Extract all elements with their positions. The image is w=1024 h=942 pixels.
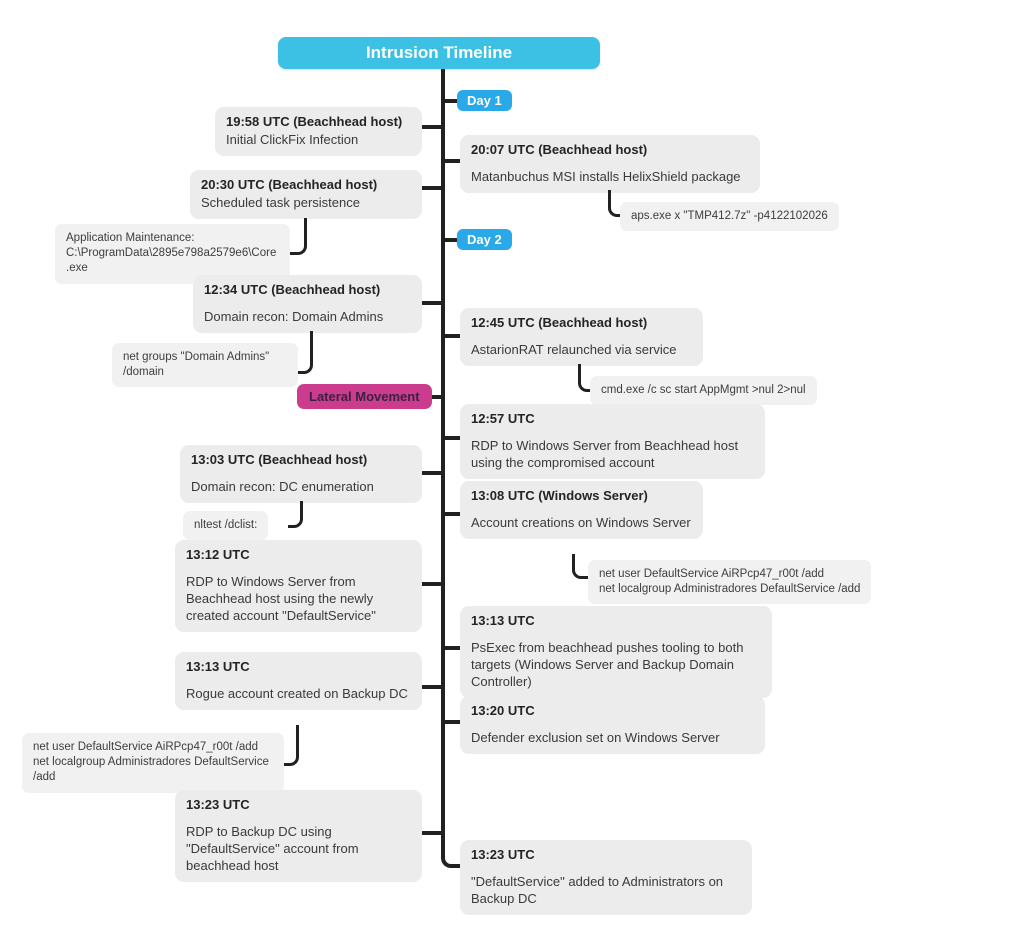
connector-line [422, 186, 443, 190]
event-desc: Account creations on Windows Server [471, 514, 691, 530]
event-1312-rdp-defaultservice: 13:12 UTC RDP to Windows Server from Bea… [175, 540, 422, 632]
event-desc: PsExec from beachhead pushes tooling to … [471, 639, 744, 689]
event-desc: AstarionRAT relaunched via service [471, 341, 677, 357]
command-note-aps: aps.exe x "TMP412.7z" -p4122102026 [620, 202, 839, 232]
connector-line [445, 512, 460, 516]
elbow-connector [282, 725, 299, 766]
elbow-connector [288, 501, 303, 528]
event-1257-rdp-windows-server: 12:57 UTC RDP to Windows Server from Bea… [460, 404, 765, 479]
connector-line [422, 685, 443, 689]
connector-line [445, 334, 460, 338]
connector-line [445, 159, 460, 163]
event-time: 12:45 UTC (Beachhead host) [471, 315, 648, 330]
event-time: 13:23 UTC [186, 797, 250, 812]
elbow-connector [578, 364, 593, 392]
event-time: 19:58 UTC (Beachhead host) [226, 114, 403, 129]
timeline-spine-elbow [441, 844, 461, 868]
event-1313-psexec: 13:13 UTC PsExec from beachhead pushes t… [460, 606, 772, 698]
command-note-scheduled-task: Application Maintenance: C:\ProgramData\… [55, 224, 290, 284]
event-desc: Domain recon: Domain Admins [204, 308, 384, 324]
event-desc: Matanbuchus MSI installs HelixShield pac… [471, 168, 741, 184]
elbow-connector [297, 331, 313, 374]
event-time: 13:03 UTC (Beachhead host) [191, 452, 368, 467]
lateral-movement-badge: Lateral Movement [297, 384, 432, 409]
connector-line [422, 831, 443, 835]
event-desc: Initial ClickFix Infection [226, 131, 359, 147]
event-1308-account-creations: 13:08 UTC (Windows Server) Account creat… [460, 481, 703, 539]
event-time: 20:07 UTC (Beachhead host) [471, 142, 648, 157]
event-1303-dc-enumeration: 13:03 UTC (Beachhead host) Domain recon:… [180, 445, 422, 503]
event-time: 12:34 UTC (Beachhead host) [204, 282, 381, 297]
event-time: 20:30 UTC (Beachhead host) [201, 177, 378, 192]
event-time: 13:12 UTC [186, 547, 250, 562]
event-desc: Rogue account created on Backup DC [186, 685, 408, 701]
elbow-connector [288, 218, 307, 255]
connector-line [422, 125, 443, 129]
command-note-nltest: nltest /dclist: [183, 511, 269, 541]
event-1313-rogue-account: 13:13 UTC Rogue account created on Backu… [175, 652, 422, 710]
event-2030-persistence: 20:30 UTC (Beachhead host) Scheduled tas… [190, 170, 422, 219]
elbow-connector [572, 554, 591, 579]
event-2007-matanbuchus: 20:07 UTC (Beachhead host) Matanbuchus M… [460, 135, 760, 193]
event-time: 13:13 UTC [186, 659, 250, 674]
connector-line [422, 582, 443, 586]
event-1245-astarionrat: 12:45 UTC (Beachhead host) AstarionRAT r… [460, 308, 703, 366]
command-note-net-user-dc: net user DefaultService AiRPcp47_r00t /a… [22, 733, 284, 793]
event-1320-defender-exclusion: 13:20 UTC Defender exclusion set on Wind… [460, 696, 765, 754]
event-time: 13:13 UTC [471, 613, 535, 628]
event-desc: Scheduled task persistence [201, 194, 360, 210]
page-title: Intrusion Timeline [278, 37, 600, 69]
event-time: 13:23 UTC [471, 847, 535, 862]
command-note-net-user-ws: net user DefaultService AiRPcp47_r00t /a… [588, 560, 872, 605]
connector-line [445, 646, 460, 650]
connector-line [443, 99, 457, 103]
event-desc: "DefaultService" added to Administrators… [471, 873, 724, 906]
event-desc: RDP to Windows Server from Beachhead hos… [471, 437, 739, 470]
day-1-badge: Day 1 [457, 90, 512, 111]
event-desc: Domain recon: DC enumeration [191, 478, 374, 494]
connector-line [443, 238, 457, 242]
event-1958-clickfix: 19:58 UTC (Beachhead host) Initial Click… [215, 107, 422, 156]
command-note-net-groups: net groups "Domain Admins" /domain [112, 343, 298, 388]
event-1234-domain-admins: 12:34 UTC (Beachhead host) Domain recon:… [193, 275, 422, 333]
command-note-sc-start: cmd.exe /c sc start AppMgmt >nul 2>nul [590, 376, 817, 406]
connector-line [422, 471, 443, 475]
elbow-connector [608, 190, 624, 217]
event-time: 12:57 UTC [471, 411, 535, 426]
event-time: 13:08 UTC (Windows Server) [471, 488, 648, 503]
connector-line [445, 436, 460, 440]
timeline-spine [441, 69, 445, 844]
event-desc: RDP to Backup DC using "DefaultService" … [186, 823, 359, 873]
event-1323-admin-added: 13:23 UTC "DefaultService" added to Admi… [460, 840, 752, 915]
event-desc: RDP to Windows Server from Beachhead hos… [186, 573, 376, 623]
event-desc: Defender exclusion set on Windows Server [471, 729, 720, 745]
day-2-badge: Day 2 [457, 229, 512, 250]
event-1323-rdp-backup-dc: 13:23 UTC RDP to Backup DC using "Defaul… [175, 790, 422, 882]
connector-line [422, 301, 443, 305]
connector-line [445, 720, 460, 724]
event-time: 13:20 UTC [471, 703, 535, 718]
